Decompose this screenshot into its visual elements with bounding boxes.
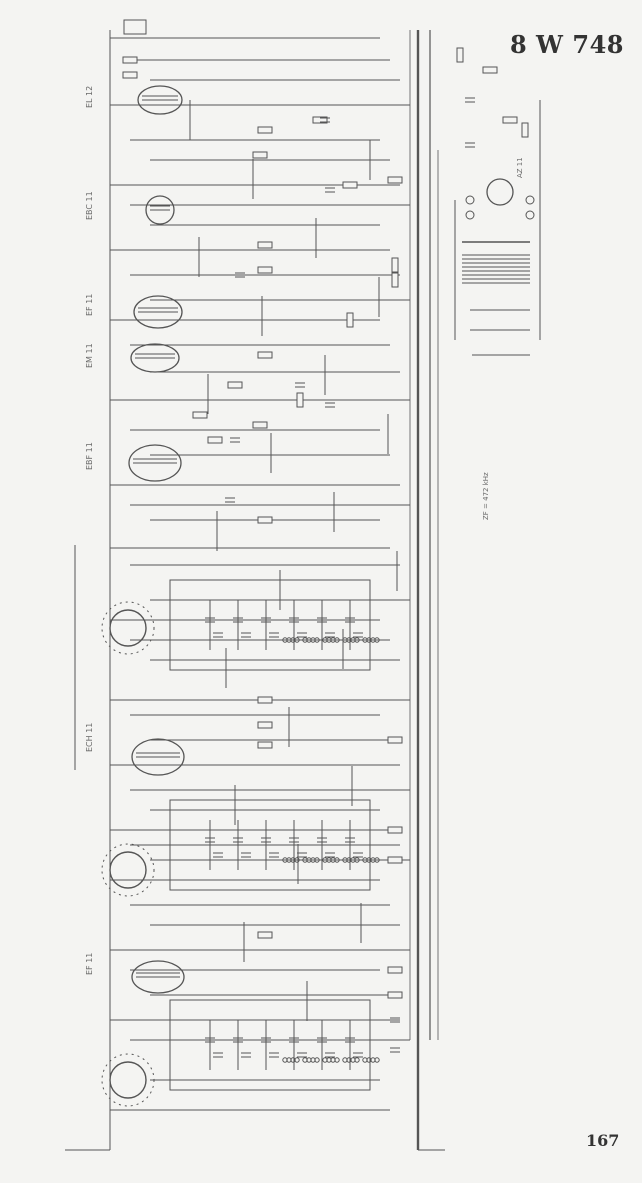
coil-symbol <box>374 857 380 863</box>
page-number: 167 <box>586 1131 620 1150</box>
resistor-symbol <box>257 241 273 249</box>
coil-symbol <box>334 1057 340 1063</box>
tube-label-ebc11: EBC 11 <box>85 191 94 220</box>
resistor-symbol <box>257 696 273 704</box>
dial-lamp <box>525 210 535 220</box>
tube-ech11 <box>131 738 185 776</box>
resistor-symbol <box>312 116 328 124</box>
coil-symbol <box>314 857 320 863</box>
resistor-symbol <box>257 266 273 274</box>
coil-symbol <box>314 637 320 643</box>
tube-label-ef11-b: EF 11 <box>85 953 94 975</box>
if-frequency-note: ZF = 472 kHz <box>482 472 490 520</box>
resistor-symbol <box>342 181 358 189</box>
speaker-symbol <box>123 19 147 35</box>
tube-label-ech11: ECH 11 <box>85 723 94 752</box>
band-switch <box>109 1061 147 1099</box>
resistor-symbol <box>257 126 273 134</box>
resistor-symbol <box>391 272 399 288</box>
resistor-symbol <box>387 176 403 184</box>
tube-ef11-a <box>133 295 183 329</box>
rectifier-label: AZ 11 <box>516 157 524 178</box>
tube-ebf11 <box>128 444 182 482</box>
resistor-symbol <box>521 122 529 138</box>
rectifier-tube <box>486 178 514 206</box>
tube-ef11-b <box>131 960 185 994</box>
resistor-symbol <box>122 56 138 64</box>
resistor-symbol <box>296 392 304 408</box>
resistor-symbol <box>257 516 273 524</box>
resistor-symbol <box>391 257 399 273</box>
resistor-symbol <box>387 991 403 999</box>
resistor-symbol <box>252 421 268 429</box>
dial-lamp <box>525 195 535 205</box>
dial-lamp <box>465 210 475 220</box>
coil-assembly-box <box>169 799 371 891</box>
tube-el12 <box>137 85 183 115</box>
resistor-symbol <box>502 116 518 124</box>
resistor-symbol <box>387 856 403 864</box>
coil-assembly-box <box>169 579 371 671</box>
coil-assembly-box <box>169 999 371 1091</box>
coil-symbol <box>354 1057 360 1063</box>
model-title: 8 W 748 <box>510 30 624 59</box>
coil-symbol <box>354 637 360 643</box>
coil-symbol <box>294 1057 300 1063</box>
resistor-symbol <box>122 71 138 79</box>
tube-ebc11 <box>145 195 175 225</box>
coil-symbol <box>314 1057 320 1063</box>
resistor-symbol <box>257 721 273 729</box>
coil-symbol <box>354 857 360 863</box>
dial-lamp <box>465 195 475 205</box>
band-switch-contacts <box>101 843 155 897</box>
resistor-symbol <box>252 151 268 159</box>
resistor-symbol <box>192 411 208 419</box>
resistor-symbol <box>456 47 464 63</box>
resistor-symbol <box>227 381 243 389</box>
resistor-symbol <box>257 351 273 359</box>
coil-symbol <box>374 1057 380 1063</box>
band-switch <box>109 851 147 889</box>
coil-symbol <box>294 857 300 863</box>
resistor-symbol <box>257 741 273 749</box>
resistor-symbol <box>346 312 354 328</box>
band-switch <box>109 609 147 647</box>
tube-label-em11: EM 11 <box>85 343 94 368</box>
resistor-symbol <box>482 66 498 74</box>
tube-label-ef11-a: EF 11 <box>85 294 94 316</box>
band-switch-contacts <box>101 601 155 655</box>
tube-label-el12: EL 12 <box>85 86 94 108</box>
coil-symbol <box>334 637 340 643</box>
coil-symbol <box>294 637 300 643</box>
coil-symbol <box>334 857 340 863</box>
resistor-symbol <box>387 826 403 834</box>
resistor-symbol <box>257 931 273 939</box>
resistor-symbol <box>387 966 403 974</box>
resistor-symbol <box>387 736 403 744</box>
tube-label-ebf11: EBF 11 <box>85 442 94 470</box>
resistor-symbol <box>207 436 223 444</box>
band-switch-contacts <box>101 1053 155 1107</box>
coil-symbol <box>374 637 380 643</box>
tube-em11 <box>130 343 180 373</box>
